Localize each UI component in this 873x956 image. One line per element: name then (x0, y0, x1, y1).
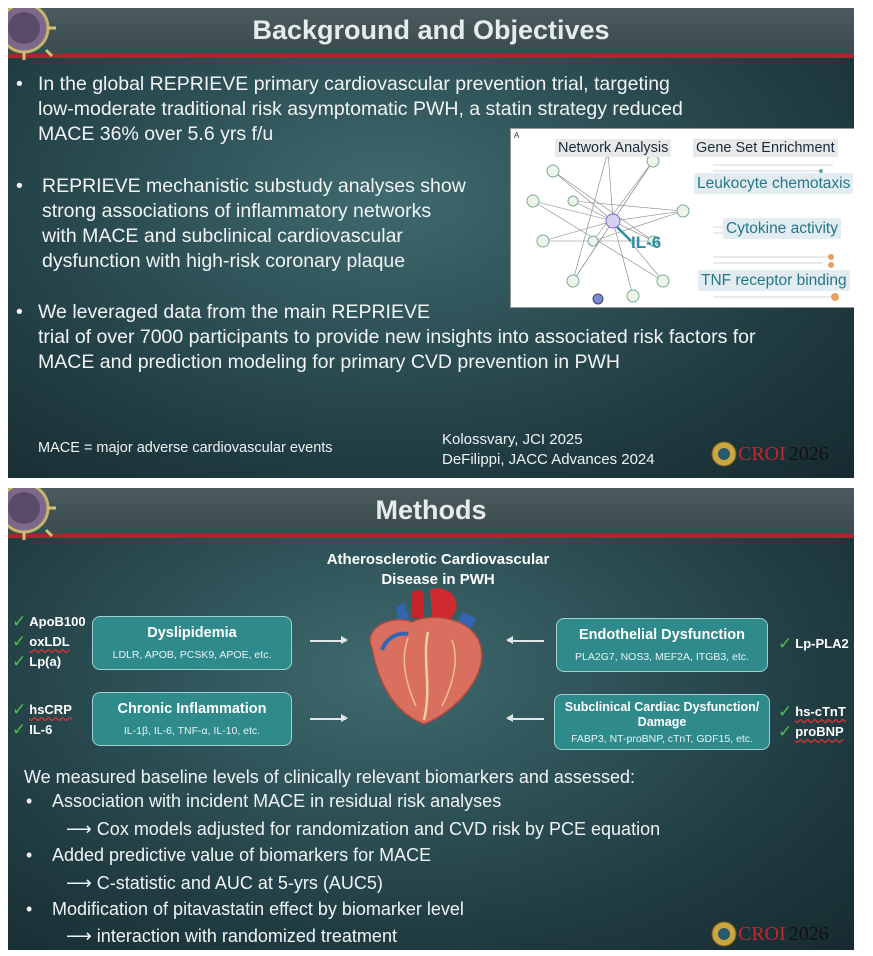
croi-logo: CROI 2026 (710, 440, 829, 468)
checkmark-icon: ✓ (12, 611, 27, 631)
checkmark-icon: ✓ (12, 719, 27, 739)
marker-hs-ctnt: ✓ hs-cTnT (778, 701, 846, 721)
diagram-title: Atherosclerotic Cardiovascular Disease i… (326, 551, 550, 588)
item-3-sub: ⟶ interaction with randomized treatment (66, 926, 397, 946)
item-1-bullet: • (26, 791, 33, 811)
croi-logo: CROI 2026 (710, 920, 829, 948)
gene-set-enrichment-label: Gene Set Enrichment (693, 139, 838, 157)
marker-apob100: ✓ ApoB100 (12, 611, 86, 631)
croi-emblem-icon (711, 921, 737, 947)
checkmark-icon: ✓ (12, 631, 27, 651)
bullet-3: • We leveraged data from the main REPRIE… (16, 301, 756, 373)
marker-lp-pla2: ✓ Lp-PLA2 (778, 633, 849, 653)
checkmark-icon: ✓ (12, 699, 27, 719)
slide-background-objectives: Background and Objectives • In the globa… (8, 8, 854, 478)
item-2-bullet: • (26, 845, 33, 865)
marker-probnp: ✓ proBNP (778, 721, 844, 741)
item-1-main: Association with incident MACE in residu… (52, 791, 502, 811)
croi-emblem-icon (711, 441, 737, 467)
heart-illustration (369, 588, 483, 725)
slide-methods: Methods Atherosclerotic Cardiovascular D… (8, 488, 854, 950)
bullet-1: • In the global REPRIEVE primary cardiov… (16, 73, 683, 145)
marker-oxldl: ✓ oxLDL (12, 631, 70, 651)
leukocyte-chemotaxis-label: Leukocyte chemotaxis (694, 173, 854, 194)
arrow-dyslipidemia (310, 637, 348, 643)
bullet-2: • REPRIEVE mechanistic substudy analyses… (16, 175, 466, 272)
virus-decoration-icon (8, 8, 56, 60)
title-bar (8, 488, 854, 538)
checkmark-icon: ✓ (778, 633, 793, 653)
title-bar (8, 8, 854, 58)
slide-title: Methods (375, 495, 487, 525)
arrow-endothelial (506, 637, 544, 643)
network-graph (526, 144, 690, 305)
endothelial-dysfunction-box: Endothelial Dysfunction PLA2G7, NOS3, ME… (556, 618, 768, 672)
methods-lead: We measured baseline levels of clinicall… (24, 767, 635, 787)
checkmark-icon: ✓ (12, 651, 27, 671)
chronic-inflammation-box: Chronic Inflammation IL-1β, IL-6, TNF-α,… (92, 692, 292, 746)
tnf-receptor-binding-label: TNF receptor binding (698, 270, 850, 291)
mace-footnote: MACE = major adverse cardiovascular even… (38, 440, 333, 456)
slide-title: Background and Objectives (252, 15, 610, 45)
virus-decoration-icon (8, 488, 56, 540)
marker-il6: ✓ IL-6 (12, 719, 53, 739)
item-1-sub: ⟶ Cox models adjusted for randomization … (66, 819, 661, 839)
dyslipidemia-box: Dyslipidemia LDLR, APOB, PCSK9, APOE, et… (92, 616, 292, 670)
arrow-cardiac (506, 715, 544, 721)
arrow-inflammation (310, 715, 348, 721)
references: Kolossvary, JCI 2025 DeFilippi, JACC Adv… (442, 431, 655, 468)
il6-label: IL-6 (631, 233, 662, 252)
marker-hscrp: ✓ hsCRP (12, 699, 72, 719)
item-2-main: Added predictive value of biomarkers for… (52, 845, 432, 865)
marker-lpa: ✓ Lp(a) (12, 651, 62, 671)
subclinical-cardiac-box: Subclinical Cardiac Dysfunction/ Damage … (554, 694, 770, 750)
item-3-main: Modification of pitavastatin effect by b… (52, 899, 464, 919)
network-analysis-figure: A IL-6 Network Analysis Gene Set Enrichm… (510, 128, 854, 308)
item-3-bullet: • (26, 899, 33, 919)
checkmark-icon: ✓ (778, 721, 793, 741)
network-analysis-label: Network Analysis (555, 139, 672, 157)
item-2-sub: ⟶ C-statistic and AUC at 5-yrs (AUC5) (66, 873, 383, 893)
cytokine-activity-label: Cytokine activity (723, 218, 841, 239)
checkmark-icon: ✓ (778, 701, 793, 721)
